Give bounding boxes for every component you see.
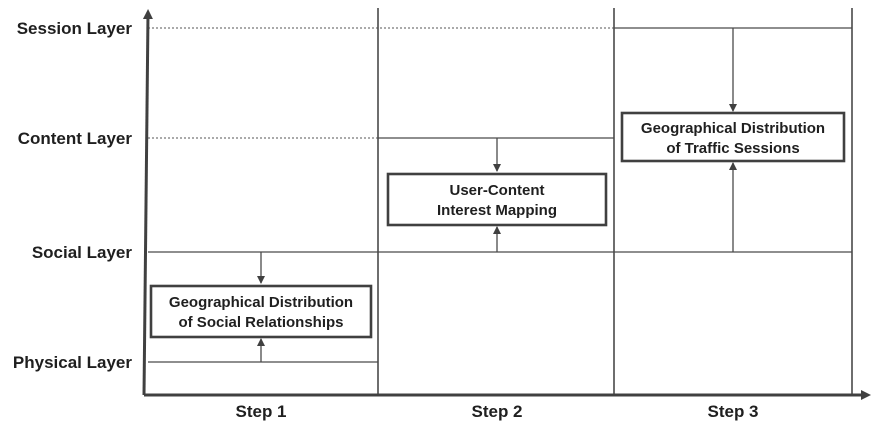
- interest-mapping-box-line2: Interest Mapping: [437, 202, 557, 219]
- interest-mapping-box: User-Content Interest Mapping: [386, 172, 608, 227]
- traffic-sessions-box-line1: Geographical Distribution: [641, 120, 825, 137]
- social-relationships-box: Geographical Distribution of Social Rela…: [149, 284, 373, 339]
- physical-layer-label: Physical Layer: [13, 353, 132, 372]
- step-2-label: Step 2: [471, 402, 522, 421]
- social-relationships-box-line1: Geographical Distribution: [169, 294, 353, 311]
- session-layer-label: Session Layer: [17, 19, 133, 38]
- step-1-label: Step 1: [235, 402, 286, 421]
- step-3-label: Step 3: [707, 402, 758, 421]
- content-layer-label: Content Layer: [18, 129, 133, 148]
- social-layer-label: Social Layer: [32, 243, 133, 262]
- traffic-sessions-box-line2: of Traffic Sessions: [666, 140, 799, 157]
- social-relationships-box-line2: of Social Relationships: [178, 314, 343, 331]
- traffic-sessions-box: Geographical Distribution of Traffic Ses…: [620, 111, 846, 163]
- interest-mapping-box-line1: User-Content: [449, 182, 544, 199]
- y-axis: [142, 9, 153, 396]
